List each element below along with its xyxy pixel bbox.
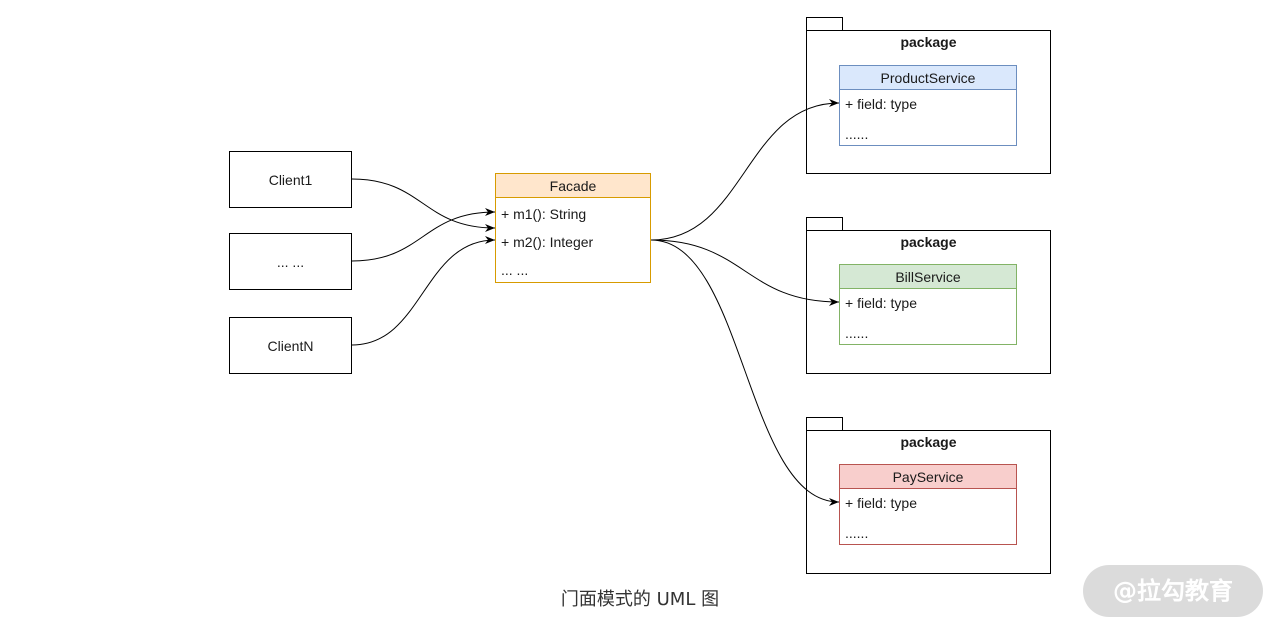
bill-service-header: BillService xyxy=(840,265,1016,289)
package-label: package xyxy=(900,34,957,50)
bill-service-class: BillService + field: type ...... xyxy=(839,264,1017,345)
bill-service-ellipsis: ...... xyxy=(845,325,869,341)
edge-clientn-to-facade xyxy=(351,236,496,346)
facade-member-ellipsis: ... ... xyxy=(501,262,529,278)
watermark-logo: @拉勾教育 xyxy=(1083,565,1263,617)
package-tab xyxy=(806,217,843,231)
edge-group xyxy=(351,99,840,506)
product-service-header: ProductService xyxy=(840,66,1016,90)
clientn-box: ClientN xyxy=(229,317,352,374)
facade-class-header: Facade xyxy=(496,174,650,198)
facade-class: Facade + m1(): String + m2(): Integer ..… xyxy=(495,173,651,283)
client-label: ... ... xyxy=(276,253,305,270)
figure-caption: 门面模式的 UML 图 xyxy=(560,589,720,610)
client-ellipsis-box: ... ... xyxy=(229,233,352,290)
product-service-ellipsis: ...... xyxy=(845,126,869,142)
facade-member-m2: + m2(): Integer xyxy=(501,234,594,250)
pay-service-class: PayService + field: type ...... xyxy=(839,464,1017,545)
product-service-class: ProductService + field: type ...... xyxy=(839,65,1017,146)
edge-client-ellipsis-to-facade xyxy=(351,208,496,262)
pay-service-header: PayService xyxy=(840,465,1016,489)
facade-member-m1: + m1(): String xyxy=(501,206,587,222)
package-tab xyxy=(806,17,843,31)
client-label: ClientN xyxy=(267,337,314,354)
pay-service-field: + field: type xyxy=(845,495,917,511)
product-service-field: + field: type xyxy=(845,96,917,112)
package-label: package xyxy=(900,434,957,450)
pay-service-ellipsis: ...... xyxy=(845,525,869,541)
package-tab xyxy=(806,417,843,431)
bill-service-field: + field: type xyxy=(845,295,917,311)
client-label: Client1 xyxy=(268,171,313,188)
client1-box: Client1 xyxy=(229,151,352,208)
edge-client1-to-facade xyxy=(351,178,496,232)
package-label: package xyxy=(900,234,957,250)
